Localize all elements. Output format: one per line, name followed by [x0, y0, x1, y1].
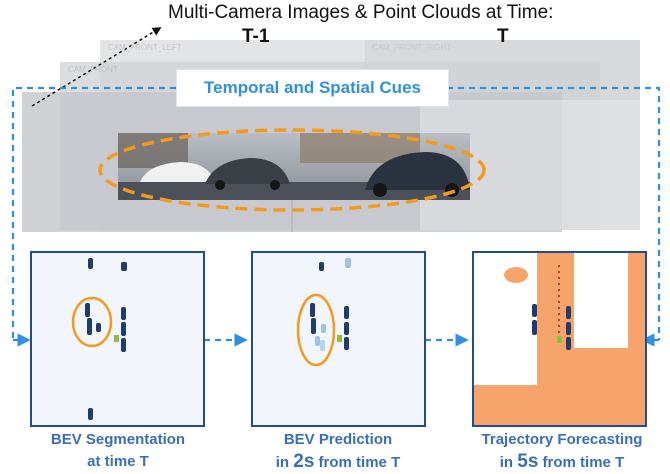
bev-segmentation-panel: [30, 251, 205, 427]
bev-prediction-panel: [251, 251, 426, 427]
trajectory-panel: [472, 251, 647, 427]
temporal-spatial-cues-label: Temporal and Spatial Cues: [176, 69, 449, 107]
camera-tab-front: CAM_FRONT: [68, 65, 118, 74]
caption-trajectory: Trajectory Forecasting in 5s from time T: [462, 429, 662, 474]
camera-tab-front-left: CAM_FRONT_LEFT: [108, 43, 182, 52]
segmentation-highlight: [71, 296, 113, 348]
car-dark-left: [205, 158, 290, 184]
cue-connector-left: [11, 86, 176, 340]
time-label-previous: T-1: [242, 26, 270, 47]
object-highlight-ellipse: [98, 128, 486, 212]
caption-trajectory-pre: in: [499, 454, 518, 471]
time-label-current: T: [497, 26, 509, 47]
car-dark-suv: [365, 152, 470, 190]
header-title: Multi-Camera Images & Point Clouds at Ti…: [168, 2, 554, 23]
caption-trajectory-line1: Trajectory Forecasting: [481, 431, 643, 448]
caption-trajectory-post: from time T: [538, 454, 625, 471]
caption-trajectory-horizon: 5s: [517, 451, 539, 472]
time-axis-arrow: [31, 27, 162, 107]
drivable-road-horizontal: [574, 348, 645, 385]
car-white: [140, 162, 215, 182]
caption-prediction-line1: BEV Prediction: [283, 431, 393, 448]
street-image-strip: [118, 133, 470, 200]
ego-vehicle: [114, 335, 119, 342]
caption-segmentation-line2: at time T: [87, 453, 149, 470]
caption-prediction-pre: in: [275, 454, 294, 471]
caption-prediction-post: from time T: [314, 454, 401, 471]
camera-tab-front-right: CAM_FRONT_RIGHT: [372, 43, 452, 52]
cue-connector-right: [447, 86, 661, 340]
caption-prediction-horizon: 2s: [293, 451, 315, 472]
caption-segmentation-line1: BEV Segmentation: [50, 431, 186, 448]
prediction-highlight: [296, 293, 336, 367]
caption-prediction: BEV Prediction in 2s from time T: [238, 429, 438, 474]
caption-segmentation: BEV Segmentation at time T: [18, 429, 218, 473]
